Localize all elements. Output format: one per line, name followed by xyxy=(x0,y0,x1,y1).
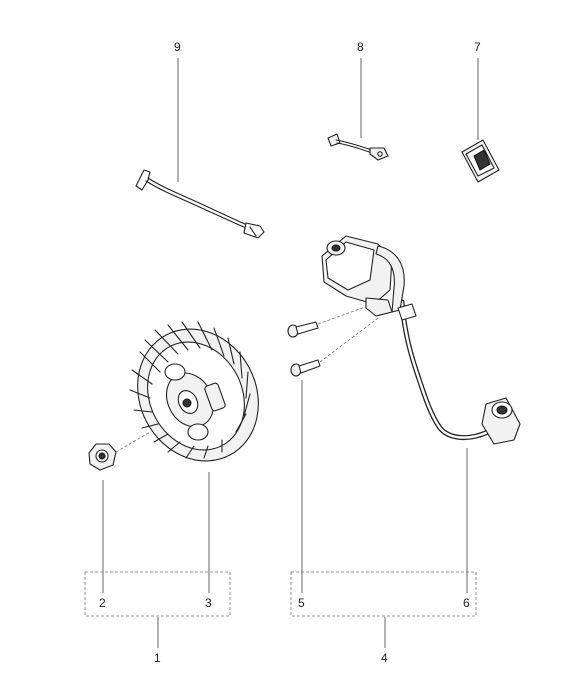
callout-6: 6 xyxy=(463,596,470,610)
callout-5: 5 xyxy=(298,596,305,610)
clip-icon xyxy=(327,133,389,161)
group-box-4 xyxy=(290,571,477,617)
callout-3: 3 xyxy=(205,596,212,610)
flywheel-icon xyxy=(129,321,259,462)
callout-7: 7 xyxy=(474,40,481,54)
callout-2: 2 xyxy=(99,596,106,610)
wire-lead-icon xyxy=(135,169,265,239)
ignition-module-icon xyxy=(321,235,521,445)
nut-icon xyxy=(88,431,151,471)
callout-1: 1 xyxy=(154,651,161,665)
callout-9: 9 xyxy=(174,40,181,54)
switch-icon xyxy=(461,139,500,183)
callout-8: 8 xyxy=(357,40,364,54)
callout-4: 4 xyxy=(381,651,388,665)
screw-icon xyxy=(287,305,379,377)
leader-lines xyxy=(102,58,479,648)
group-box-1 xyxy=(84,571,231,617)
